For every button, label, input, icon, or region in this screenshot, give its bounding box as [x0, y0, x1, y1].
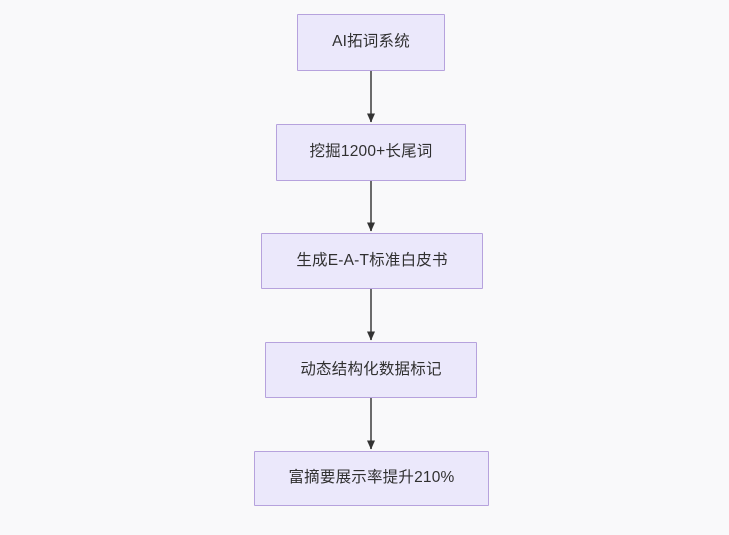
flowchart-node-rich-snippet-rate-increase[interactable]: 富摘要展示率提升210%: [254, 451, 489, 506]
node-label: 生成E-A-T标准白皮书: [296, 251, 448, 269]
node-label: 动态结构化数据标记: [300, 360, 442, 378]
flowchart-node-mine-longtail-keywords[interactable]: 挖掘1200+长尾词: [276, 124, 466, 181]
node-label: 富摘要展示率提升210%: [288, 469, 455, 487]
flowchart-node-dynamic-structured-data-markup[interactable]: 动态结构化数据标记: [265, 342, 477, 398]
flowchart-node-ai-keyword-system[interactable]: AI拓词系统: [297, 14, 445, 71]
node-label: AI拓词系统: [332, 33, 410, 51]
node-label: 挖掘1200+长尾词: [309, 143, 433, 161]
flowchart-node-generate-eat-whitepaper[interactable]: 生成E-A-T标准白皮书: [261, 233, 483, 289]
